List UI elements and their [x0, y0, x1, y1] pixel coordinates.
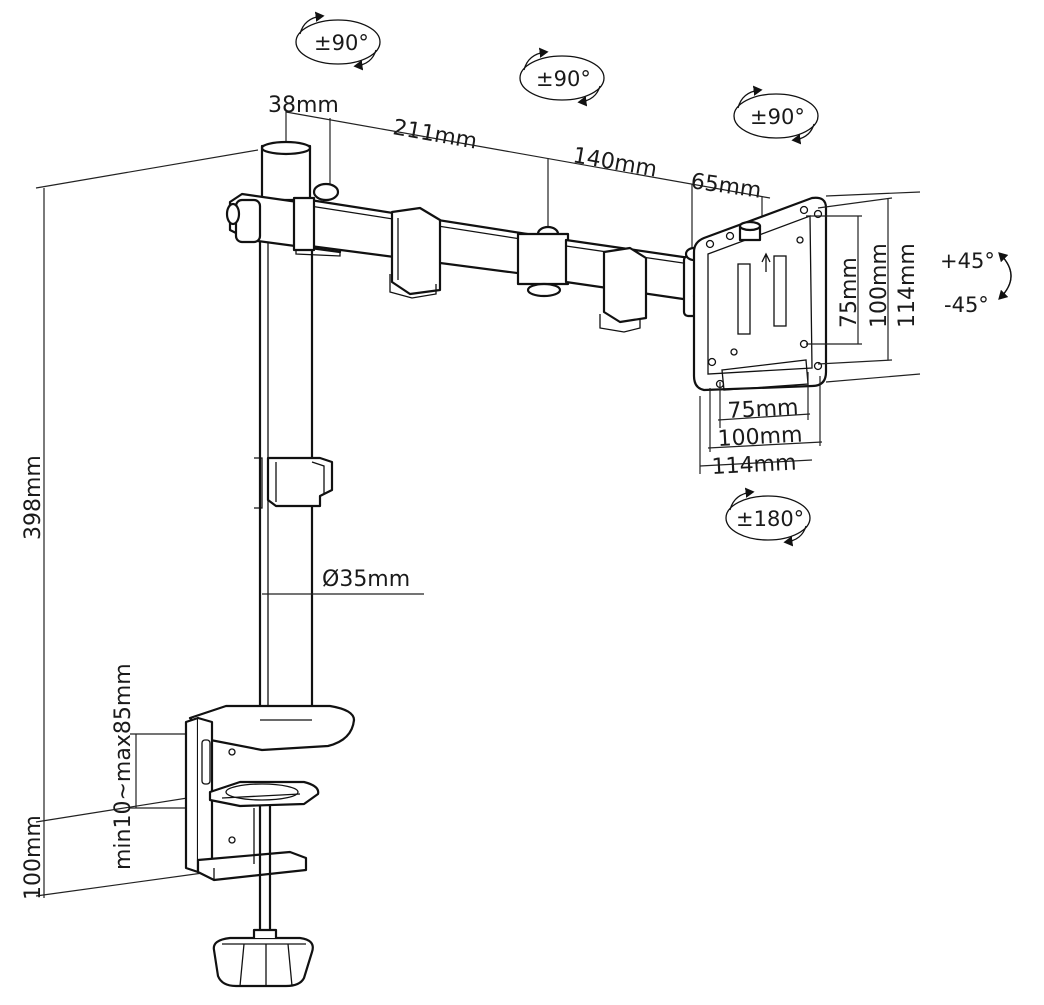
vesa-horizontal-dimensions — [699, 372, 823, 474]
rot-head-label: ±90° — [750, 105, 805, 129]
dim-pole-top-label: 38mm — [268, 93, 339, 118]
dim-head-label: 65mm — [689, 169, 763, 204]
rotation-indicator-pole — [295, 11, 381, 71]
tilt-down-label: -45° — [944, 293, 989, 317]
cable-clip-pole — [254, 456, 334, 509]
height-dimension-lines — [35, 149, 259, 898]
vesa-plate — [692, 196, 828, 392]
arm-segment-2 — [564, 238, 692, 333]
arm-middle-joint — [516, 225, 570, 298]
tilt-indicator — [998, 252, 1012, 300]
vesa-h-100-label: 100mm — [717, 423, 803, 452]
vesa-h-114-label: 114mm — [711, 451, 797, 480]
tilt-up-label: +45° — [940, 249, 995, 273]
clamp-height-label: 100mm — [21, 815, 46, 900]
rotation-indicator-arm-joint — [519, 47, 605, 107]
arm-segment-1 — [292, 196, 542, 299]
vesa-v-114-label: 114mm — [895, 243, 920, 328]
rot-top-pole-label: ±90° — [314, 31, 369, 55]
rotation-indicator-head — [733, 85, 819, 145]
vesa-h-75-label: 75mm — [727, 395, 799, 424]
rotation-indicator-plate — [725, 487, 811, 547]
top-dimension-lines — [285, 110, 771, 248]
vesa-v-100-label: 100mm — [867, 243, 892, 328]
desk-clamp — [184, 704, 356, 988]
dim-arm1-label: 211mm — [391, 115, 479, 154]
pole-diameter-label: Ø35mm — [322, 567, 410, 592]
rot-plate-label: ±180° — [736, 507, 804, 531]
total-height-label: 398mm — [21, 455, 46, 540]
dim-arm2-label: 140mm — [571, 143, 659, 182]
vesa-vertical-dimensions — [806, 191, 921, 383]
vesa-v-75-label: 75mm — [837, 257, 862, 328]
rot-arm-joint-label: ±90° — [536, 67, 591, 91]
desk-range-label: min10~max85mm — [111, 663, 136, 870]
